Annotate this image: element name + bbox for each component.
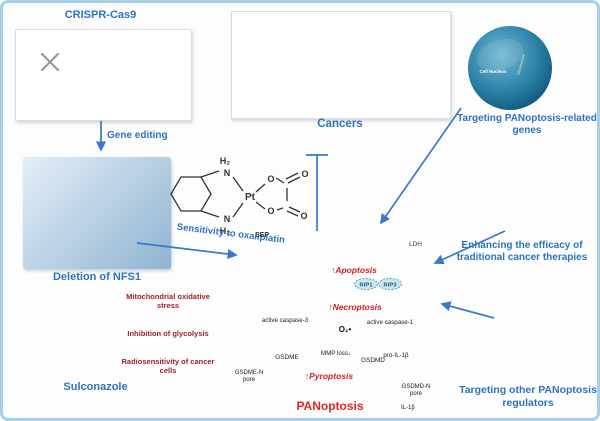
svg-text:H₂: H₂: [220, 156, 231, 166]
svg-text:O: O: [267, 174, 274, 184]
il1b-label: IL-1β: [401, 405, 415, 411]
targeting-genes-label: Targeting PANoptosis-related genes: [457, 113, 597, 136]
crispr-dna-illustration: [40, 52, 60, 72]
nfs1-illustration: [23, 157, 171, 269]
panoptosis-cell: SEP LDH ↑Apoptosis ↑Necroptosis ↑Pyropto…: [235, 232, 431, 413]
svg-text:Pt: Pt: [245, 192, 256, 203]
rip-complex: RIP1 RIP3: [354, 278, 402, 290]
gsdmd-pore-label: GSDMD-N: [402, 384, 431, 390]
rip3-label: RIP3: [384, 283, 398, 289]
sep-label: SEP: [255, 232, 269, 239]
nfs1-gene-editing-image: [23, 157, 171, 269]
nfs1-caption: Deletion of NFS1: [52, 271, 141, 283]
gsdme-pore-label: GSDME-N: [235, 370, 263, 376]
svg-text:O: O: [301, 169, 308, 179]
crispr-title: CRISPR-Cas9: [64, 9, 137, 21]
banner-glycolysis: Inhibition of glycolysis: [127, 329, 209, 339]
banner-radiosensitivity: Radiosensitivity of cancer cells: [121, 356, 215, 375]
chromosome-label: Chromosome: [516, 54, 525, 76]
oxaliplatin-structure: H₂ N Pt O O O O N H₂: [170, 156, 309, 236]
caspase1-label: active caspase-1: [367, 319, 414, 326]
pro-il1b-label: pro-IL-1β: [383, 352, 409, 359]
nucleus-sphere: [468, 26, 552, 110]
gsdmd-label: GSDMD: [361, 357, 385, 364]
cancers-illustration: [232, 12, 448, 116]
oxaliplatin-bonds: [170, 170, 301, 218]
targeting-regulators-label: Targeting other PANoptosis regulators: [459, 384, 597, 409]
oxaliplatin-atoms: H₂ N Pt O O O O N H₂: [220, 156, 309, 236]
effect-banners: Mitochondrial oxidative stress Inhibitio…: [109, 286, 241, 382]
therapies-label: Enhancing the efficacy of traditional ca…: [456, 240, 588, 263]
sulconazole-label: Sulconazole: [63, 381, 128, 393]
pathway-circle-illustration: [481, 261, 600, 383]
gene-editing-label: Gene editing: [107, 130, 168, 141]
svg-text:O: O: [300, 211, 307, 221]
apoptosis-label: ↑Apoptosis: [331, 265, 377, 275]
mmp-loss-label: MMP loss↓: [321, 350, 351, 357]
cancers-panel: [231, 11, 451, 119]
necroptosis-label: ↑Necroptosis: [328, 302, 382, 312]
drugs-illustration: [481, 143, 600, 240]
cell-nucleus-label: Cell Nucleus: [479, 69, 507, 74]
banner-mitochondrial-stress: Mitochondrial oxidative stress: [126, 291, 210, 310]
panoptosis-title: PANoptosis: [296, 399, 363, 413]
cancers-caption: Cancers: [317, 118, 363, 130]
crispr-panel: [15, 29, 192, 121]
svg-text:N: N: [224, 168, 231, 178]
gsdme-label: GSDME: [275, 354, 298, 361]
ldh-label: LDH: [409, 241, 422, 248]
nucleus-highlight: [476, 38, 524, 72]
pyroptosis-label: ↑Pyroptosis: [305, 371, 353, 381]
svg-text:pore: pore: [410, 391, 423, 397]
rip1-label: RIP1: [360, 283, 374, 289]
caspase3-label: active caspase-3: [262, 317, 309, 324]
superoxide-label: O₂•: [339, 325, 352, 334]
svg-text:N: N: [224, 214, 231, 224]
svg-text:O: O: [267, 206, 274, 216]
cell-nucleus-illustration: Cell Nucleus Chromosome: [468, 26, 552, 110]
svg-text:H₂: H₂: [220, 226, 231, 236]
deleted-gene-x-icon: [40, 52, 60, 72]
svg-text:pore: pore: [243, 377, 256, 383]
